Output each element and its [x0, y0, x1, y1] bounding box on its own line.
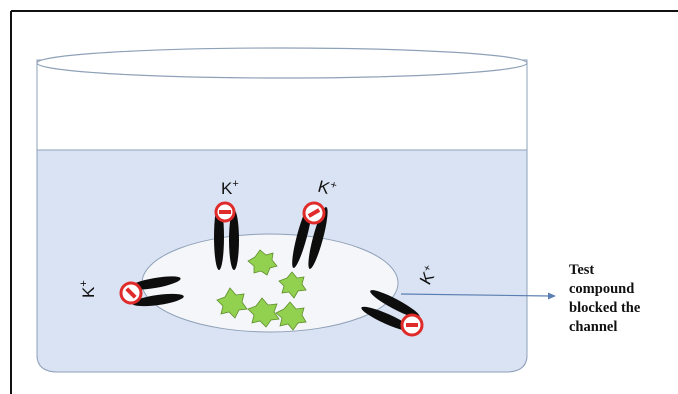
no-entry-icon	[304, 203, 324, 223]
ion-charge: +	[78, 280, 90, 286]
no-entry-icon	[402, 315, 422, 335]
container-rim	[37, 48, 527, 78]
caption-line: blocked the	[569, 299, 669, 318]
caption-line: Test	[569, 261, 669, 280]
no-entry-icon	[121, 283, 141, 303]
caption-line: compound	[569, 280, 669, 299]
ion-symbol: K	[79, 286, 98, 298]
caption: Test compound blocked the channel	[569, 261, 669, 337]
ion-symbol: K	[221, 179, 233, 198]
ion-charge: +	[232, 178, 238, 190]
arrowhead-icon	[548, 293, 556, 300]
caption-line: channel	[569, 318, 669, 337]
no-entry-icon	[216, 203, 234, 221]
